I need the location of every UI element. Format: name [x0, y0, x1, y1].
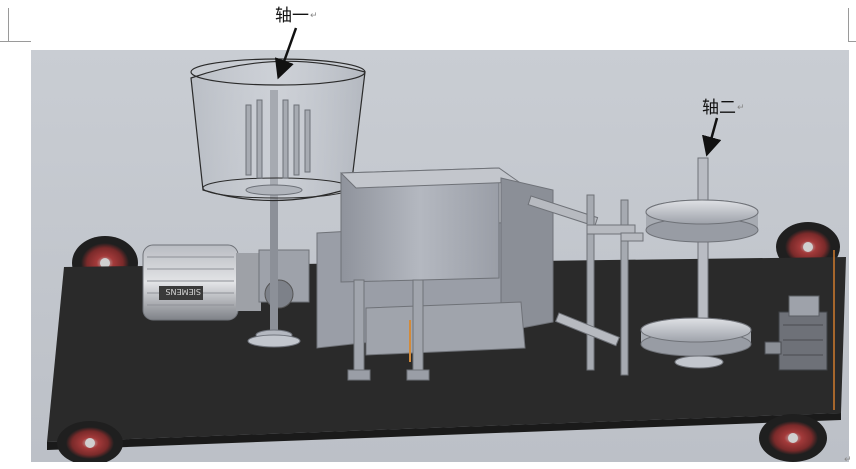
paragraph-mark-icon: ↵ [844, 455, 852, 465]
wheel-front-left [57, 421, 123, 462]
bevel-gearbox [258, 249, 310, 309]
crop-mark-top-right-horizontal [848, 41, 856, 42]
shaft-two-assembly [640, 157, 759, 369]
small-motor-right [764, 295, 828, 371]
motor-badge: SIEMENS [165, 287, 201, 296]
shaft-two-label-text: 轴二 [702, 98, 736, 118]
shaft-two-label: 轴二↵ [702, 100, 745, 117]
base-plate-edge [47, 413, 841, 450]
crop-mark-top-left-horizontal [0, 41, 31, 42]
crank-linkage [527, 194, 644, 376]
shaft-one-label-text: 轴一 [275, 6, 309, 26]
shaft-one-assembly [247, 90, 301, 348]
crop-mark-top-left-vertical [8, 8, 9, 42]
shaft-one-label: 轴一↵ [275, 8, 318, 25]
wheel-front-right [759, 414, 827, 462]
paragraph-mark-icon: ↵ [737, 102, 745, 113]
crop-mark-top-right-vertical [848, 8, 849, 42]
mixing-drum [190, 58, 366, 202]
electric-motor: SIEMENS [142, 244, 261, 321]
main-machine-body [316, 167, 554, 381]
paragraph-mark-icon: ↵ [310, 10, 318, 21]
